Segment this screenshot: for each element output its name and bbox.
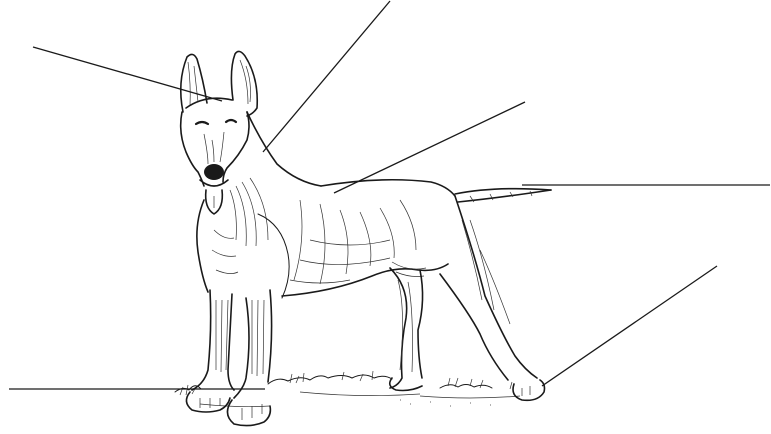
dog-tail (455, 189, 551, 202)
dog-neck-chest (197, 112, 321, 292)
leader-line-back (334, 102, 525, 193)
dog-body (258, 180, 455, 298)
dog-illustration (175, 51, 551, 425)
nose (204, 164, 224, 180)
label-leaders (9, 1, 770, 389)
dog-head (181, 51, 258, 214)
leader-line-hind-paw (542, 266, 717, 386)
leader-line-neck (263, 1, 390, 152)
dog-front-legs (186, 290, 271, 426)
